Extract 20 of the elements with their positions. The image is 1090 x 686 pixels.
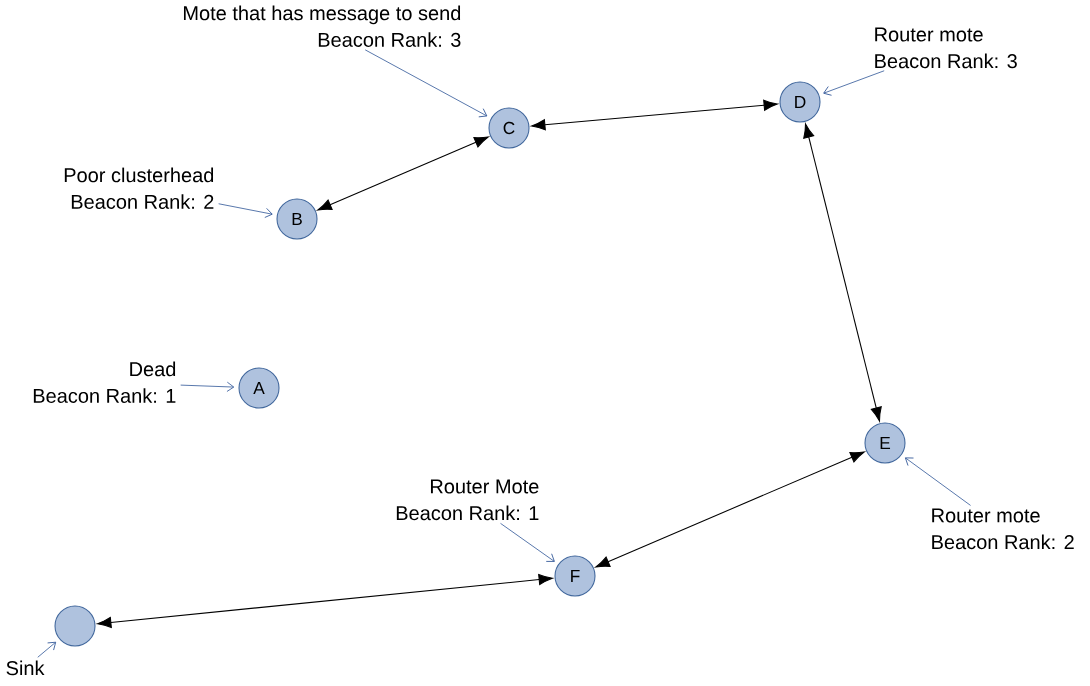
arrow <box>803 123 882 422</box>
annotation-text: Mote that has message to send Beacon Rank: 3 <box>184 5 461 47</box>
annotation-text: Dead Beacon Rank: 1 <box>33 361 176 403</box>
leader-line <box>218 203 273 218</box>
node-circle <box>54 605 96 647</box>
leader-line <box>823 70 885 96</box>
arrow <box>595 451 865 568</box>
leader-line <box>180 381 235 392</box>
arrow <box>531 99 778 131</box>
leader-line <box>364 49 488 118</box>
annotation-text: Router mote Beacon Rank: 3 <box>875 27 1017 69</box>
leader-line <box>905 457 971 506</box>
arrow <box>97 574 553 628</box>
arrow <box>317 136 489 211</box>
annotation-text: Poor clusterhead Beacon Rank: 2 <box>64 167 214 209</box>
leader-line <box>37 641 57 658</box>
annotation-text: Router mote Beacon Rank: 2 <box>932 508 1074 550</box>
leader-line <box>500 522 555 562</box>
annotation-text: Router Mote Beacon Rank: 1 <box>396 479 539 521</box>
annotation-text: Sink <box>6 660 45 676</box>
